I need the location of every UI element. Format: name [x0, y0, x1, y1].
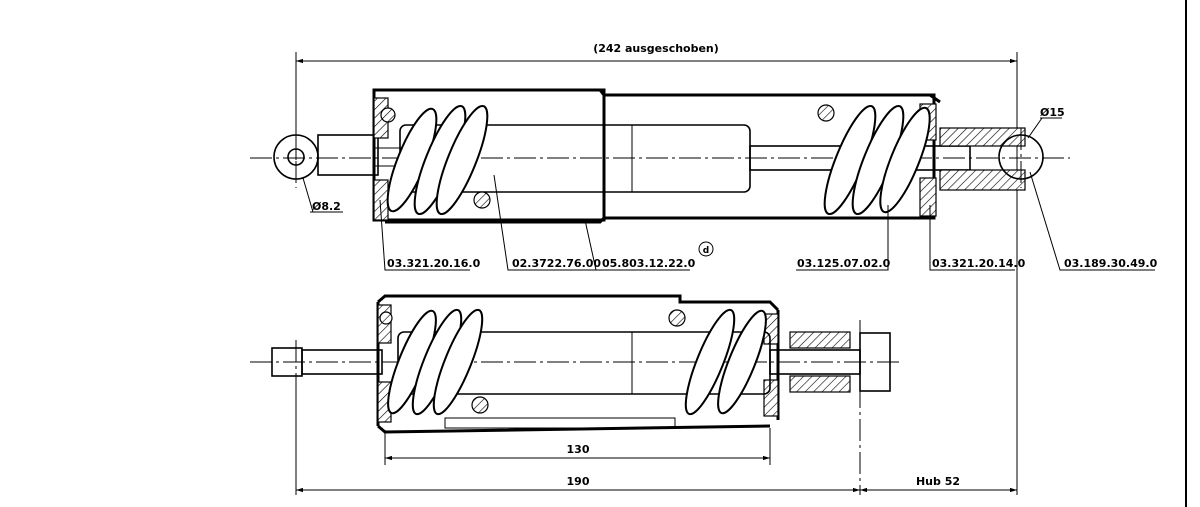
spring-wire-section-left-1 — [473, 191, 491, 209]
part-number-4: 03.125.07.02.0 — [797, 257, 891, 270]
leader-p3 — [584, 219, 690, 271]
leader-p1 — [379, 199, 470, 271]
part-number-6: 03.189.30.49.0 — [1064, 257, 1158, 270]
bottom-housing-bottom — [377, 424, 771, 434]
bottom-spring-wire-1 — [471, 396, 489, 414]
dim-130-label: 130 — [567, 443, 590, 456]
bottom-right-cap-hatch-bottom — [763, 379, 779, 417]
bottom-right-spring — [684, 308, 767, 416]
bottom-right-fork-hatch-bottom — [789, 375, 851, 393]
bottom-left-spring — [387, 308, 484, 416]
section-marker-label: d — [703, 246, 709, 256]
right-fork-hatch-bottom — [939, 169, 1026, 191]
part-labels: 03.321.20.16.0 02.3722.76.00 05.803.12.2… — [379, 171, 1158, 271]
section-marker-circle — [698, 241, 714, 257]
bottom-left-rod — [301, 349, 383, 375]
left-rod — [317, 134, 379, 176]
top-view-extended: (242 ausgeschoben) Ø8.2 — [250, 42, 1070, 495]
leader-p2 — [493, 174, 596, 271]
right-fork-hatch-top — [939, 127, 1026, 147]
spring-wire-section-right-1 — [817, 104, 835, 122]
part-number-5: 03.321.20.14.0 — [932, 257, 1026, 270]
bottom-view-retracted: 130 190 Hub 52 — [250, 294, 1017, 495]
bottom-spring-wire-2 — [668, 309, 686, 327]
left-eye-diameter: Ø8.2 — [312, 200, 341, 213]
overall-length-label: (242 ausgeschoben) — [593, 42, 719, 55]
right-eye-leader — [1027, 117, 1043, 139]
bottom-housing-underlay — [444, 417, 676, 429]
bottom-housing-top — [377, 294, 780, 312]
part-number-2: 02.3722.76.00 — [512, 257, 601, 270]
left-spring — [386, 104, 489, 216]
dim-stroke-label: Hub 52 — [916, 475, 960, 488]
housing-top-step — [385, 88, 941, 104]
left-eye-leader — [302, 177, 314, 213]
leader-p6 — [1029, 171, 1155, 271]
right-spring — [823, 104, 931, 216]
right-eye-diameter: Ø15 — [1040, 106, 1065, 119]
dim-190-label: 190 — [567, 475, 590, 488]
right-cap-hatch-bottom — [919, 177, 937, 217]
bottom-spring-wire-3 — [379, 311, 393, 325]
bottom-right-fork-hatch-top — [789, 331, 851, 349]
leader-p5 — [929, 205, 1015, 271]
housing-bottom-step — [385, 216, 930, 224]
part-number-3: 05.803.12.22.0 — [602, 257, 696, 270]
part-number-1: 03.321.20.16.0 — [387, 257, 481, 270]
leader-p4 — [796, 205, 889, 271]
spring-wire-section-left-2 — [380, 107, 396, 123]
